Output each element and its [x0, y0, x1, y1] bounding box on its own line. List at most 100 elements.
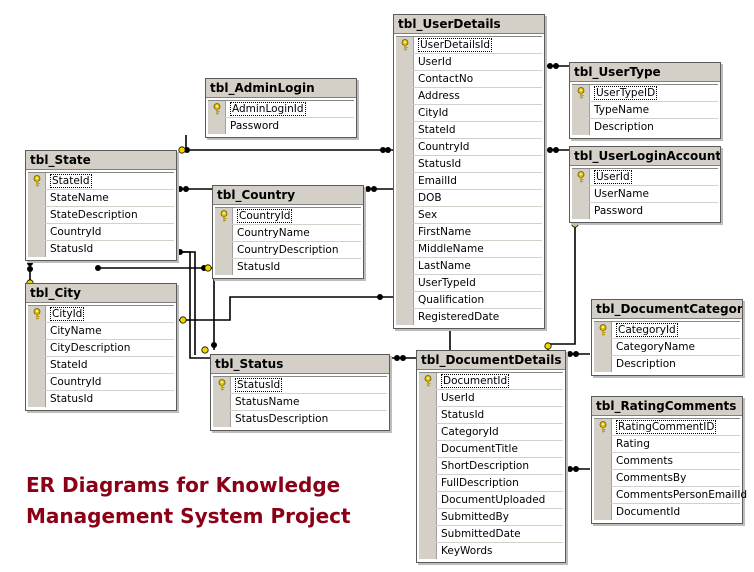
row-selector[interactable] [594, 470, 612, 486]
row-selector[interactable] [572, 186, 590, 202]
row-selector[interactable] [208, 101, 226, 117]
table-column[interactable]: Description [594, 355, 740, 372]
row-selector[interactable] [594, 436, 612, 452]
table-column[interactable]: Sex [396, 206, 542, 223]
table-column[interactable]: StateId [28, 356, 174, 373]
table-column[interactable]: LastName [396, 257, 542, 274]
row-selector[interactable] [419, 407, 437, 423]
primary-key-column[interactable]: UserTypeID [572, 84, 718, 101]
row-selector[interactable] [396, 71, 414, 87]
row-selector[interactable] [28, 391, 46, 407]
table-column[interactable]: CategoryName [594, 338, 740, 355]
row-selector[interactable] [419, 509, 437, 525]
row-selector[interactable] [419, 458, 437, 474]
table-column[interactable]: StatusId [28, 390, 174, 407]
table-column[interactable]: CategoryId [419, 423, 563, 440]
primary-key-column[interactable]: CountryId [215, 207, 361, 224]
table-column[interactable]: SubmittedBy [419, 508, 563, 525]
row-selector[interactable] [28, 340, 46, 356]
row-selector[interactable] [419, 441, 437, 457]
table-column[interactable]: ShortDescription [419, 457, 563, 474]
row-selector[interactable] [572, 169, 590, 185]
table-column[interactable]: CountryName [215, 224, 361, 241]
table-column[interactable]: Description [572, 118, 718, 135]
primary-key-column[interactable]: StatusId [213, 376, 387, 393]
table-column[interactable]: CityName [28, 322, 174, 339]
row-selector[interactable] [396, 139, 414, 155]
row-selector[interactable] [594, 487, 612, 503]
table-column[interactable]: ContactNo [396, 70, 542, 87]
primary-key-column[interactable]: UserDetailsId [396, 36, 542, 53]
row-selector[interactable] [594, 504, 612, 520]
primary-key-column[interactable]: AdminLoginId [208, 100, 354, 117]
table-column[interactable]: FullDescription [419, 474, 563, 491]
row-selector[interactable] [28, 173, 46, 189]
table-column[interactable]: KeyWords [419, 542, 563, 559]
row-selector[interactable] [396, 122, 414, 138]
row-selector[interactable] [419, 475, 437, 491]
table-column[interactable]: Comments [594, 452, 740, 469]
row-selector[interactable] [28, 374, 46, 390]
table-column[interactable]: DOB [396, 189, 542, 206]
row-selector[interactable] [396, 54, 414, 70]
row-selector[interactable] [28, 207, 46, 223]
row-selector[interactable] [215, 242, 233, 258]
row-selector[interactable] [594, 419, 612, 435]
row-selector[interactable] [28, 323, 46, 339]
row-selector[interactable] [594, 356, 612, 372]
row-selector[interactable] [28, 224, 46, 240]
row-selector[interactable] [594, 322, 612, 338]
row-selector[interactable] [215, 225, 233, 241]
row-selector[interactable] [396, 224, 414, 240]
table-column[interactable]: DocumentTitle [419, 440, 563, 457]
table-column[interactable]: CityDescription [28, 339, 174, 356]
table-column[interactable]: CountryId [396, 138, 542, 155]
table-column[interactable]: MiddleName [396, 240, 542, 257]
table-column[interactable]: StatusName [213, 393, 387, 410]
row-selector[interactable] [28, 306, 46, 322]
row-selector[interactable] [419, 390, 437, 406]
row-selector[interactable] [396, 88, 414, 104]
row-selector[interactable] [572, 85, 590, 101]
table-column[interactable]: CommentsPersonEmailId [594, 486, 747, 503]
table-column[interactable]: UserId [419, 389, 563, 406]
table-column[interactable]: UserName [572, 185, 718, 202]
row-selector[interactable] [396, 292, 414, 308]
table-column[interactable]: CountryDescription [215, 241, 361, 258]
row-selector[interactable] [396, 156, 414, 172]
table-column[interactable]: Password [572, 202, 718, 219]
table-column[interactable]: UserId [396, 53, 542, 70]
table-column[interactable]: RegisteredDate [396, 308, 542, 325]
table-column[interactable]: StateDescription [28, 206, 174, 223]
row-selector[interactable] [28, 190, 46, 206]
table-column[interactable]: Address [396, 87, 542, 104]
row-selector[interactable] [572, 119, 590, 135]
table-column[interactable]: CityId [396, 104, 542, 121]
row-selector[interactable] [213, 377, 231, 393]
row-selector[interactable] [213, 411, 231, 427]
row-selector[interactable] [419, 543, 437, 559]
table-column[interactable]: Password [208, 117, 354, 134]
primary-key-column[interactable]: CityId [28, 305, 174, 322]
table-column[interactable]: Rating [594, 435, 740, 452]
table-column[interactable]: StateId [396, 121, 542, 138]
primary-key-column[interactable]: DocumentId [419, 372, 563, 389]
table-column[interactable]: DocumentUploaded [419, 491, 563, 508]
table-column[interactable]: FirstName [396, 223, 542, 240]
primary-key-column[interactable]: UserId [572, 168, 718, 185]
row-selector[interactable] [208, 118, 226, 134]
row-selector[interactable] [213, 394, 231, 410]
table-column[interactable]: StatusId [419, 406, 563, 423]
table-column[interactable]: EmailId [396, 172, 542, 189]
table-column[interactable]: TypeName [572, 101, 718, 118]
row-selector[interactable] [419, 526, 437, 542]
row-selector[interactable] [28, 241, 46, 257]
table-column[interactable]: StateName [28, 189, 174, 206]
